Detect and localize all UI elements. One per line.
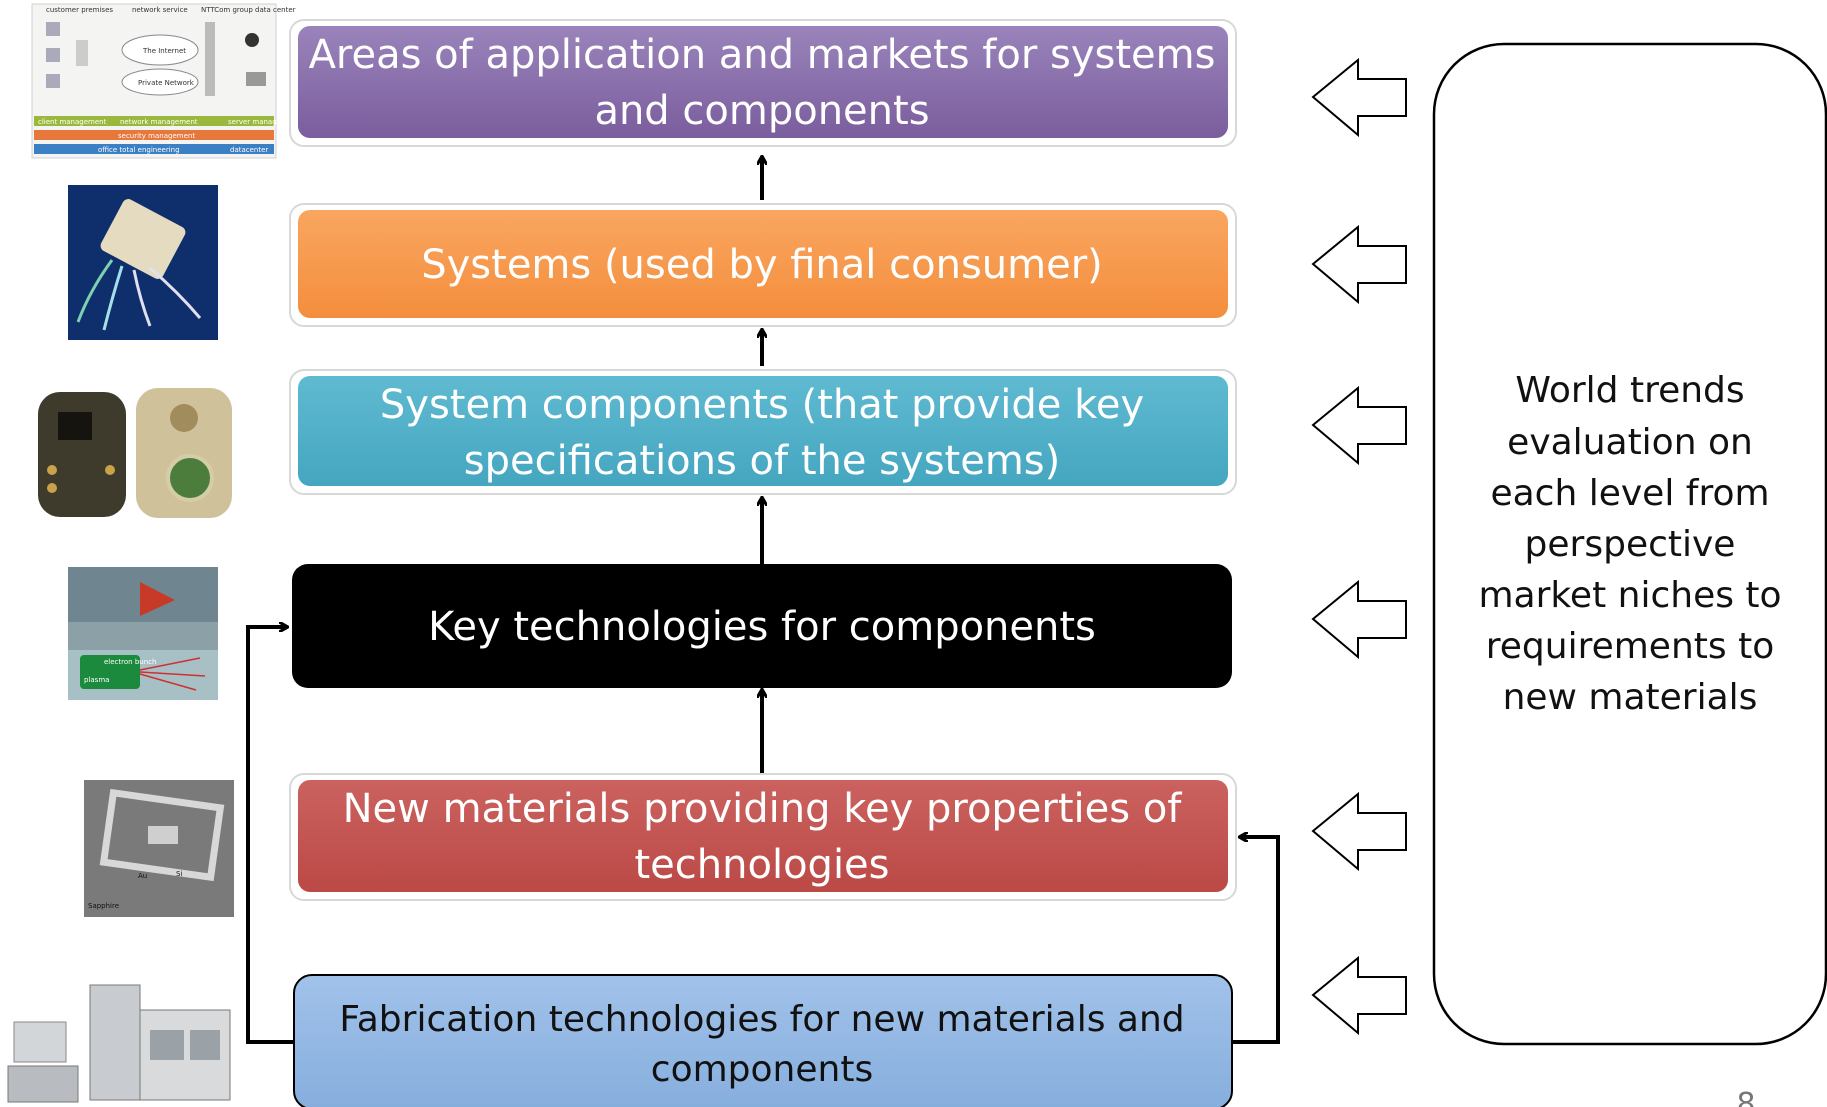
mems-label-au: Au bbox=[138, 872, 147, 880]
network-label-client-mgmt: client management bbox=[38, 118, 107, 126]
trends-line-7: new materials bbox=[1503, 677, 1758, 718]
box-components-line-2: specifications of the systems) bbox=[464, 438, 1061, 484]
circuit-board-thumbnail bbox=[38, 388, 232, 518]
network-label-service: network service bbox=[132, 6, 188, 14]
cloud-icon bbox=[121, 68, 199, 96]
box-materials: New materials providing key properties o… bbox=[289, 773, 1237, 901]
network-label-engineering: office total engineering bbox=[98, 146, 180, 154]
network-label-datacenter-group: NTTCom group data center bbox=[201, 6, 296, 14]
box-components: System components (that provide key spec… bbox=[289, 369, 1237, 495]
box-materials-line-2: technologies bbox=[635, 842, 890, 888]
board-disc bbox=[166, 454, 214, 502]
plasma-label-electron-bunch: electron bunch bbox=[104, 658, 156, 666]
page-number: 8 bbox=[1736, 1087, 1755, 1107]
optical-fiber bbox=[132, 269, 152, 327]
optical-device-thumbnail bbox=[68, 185, 218, 340]
component bbox=[170, 404, 198, 432]
server-icon bbox=[246, 72, 266, 86]
box-markets-line-2: and components bbox=[594, 88, 929, 134]
left-arrow-icon bbox=[1311, 224, 1407, 305]
chip bbox=[58, 412, 92, 440]
box-systems-line-1: Systems (used by final consumer) bbox=[421, 242, 1103, 288]
solder-pad bbox=[47, 483, 57, 493]
trends-panel: World trends evaluation on each level fr… bbox=[1432, 42, 1827, 1046]
server-rack-icon bbox=[205, 22, 215, 96]
security-band bbox=[34, 130, 274, 140]
computer-monitor bbox=[13, 1021, 67, 1063]
machine-window bbox=[150, 1030, 184, 1060]
trends-line-2: evaluation on bbox=[1507, 422, 1753, 463]
box-fabrication-line-2: components bbox=[651, 1049, 873, 1090]
network-label-server-mgmt: server management bbox=[228, 118, 300, 126]
mems-label-si: Si bbox=[176, 870, 182, 878]
left-arrow-icon bbox=[1311, 955, 1407, 1036]
optical-fiber bbox=[102, 265, 124, 331]
laser-cone bbox=[140, 582, 175, 616]
trends-line-3: each level from bbox=[1490, 473, 1769, 514]
trends-line-6: requirements to bbox=[1486, 626, 1774, 667]
trends-line-1: World trends bbox=[1515, 370, 1744, 411]
left-arrow-icon bbox=[1311, 57, 1407, 138]
cloud-icon bbox=[121, 34, 199, 66]
network-label-customer: customer premises bbox=[46, 6, 113, 14]
box-materials-line-1: New materials providing key properties o… bbox=[343, 786, 1183, 832]
arrow-fabrication-to-keytech bbox=[246, 627, 295, 1044]
device-body bbox=[100, 199, 186, 279]
network-label-internet: The Internet bbox=[142, 47, 186, 55]
machine-tower bbox=[89, 984, 141, 1101]
mems-label-sapphire: Sapphire bbox=[88, 902, 119, 910]
firewall-icon bbox=[76, 40, 88, 66]
beam-lines bbox=[139, 657, 206, 691]
machine-window bbox=[190, 1030, 220, 1060]
mems-micrograph-thumbnail: Au Si Sapphire bbox=[84, 780, 234, 917]
box-markets: Areas of application and markets for sys… bbox=[289, 19, 1237, 147]
network-diagram-thumbnail: customer premises network service NTTCom… bbox=[31, 3, 300, 159]
box-systems: Systems (used by final consumer) bbox=[289, 203, 1237, 327]
network-label-security: security management bbox=[118, 132, 195, 140]
network-label-network-mgmt: network management bbox=[120, 118, 198, 126]
optical-fiber bbox=[76, 259, 114, 323]
mems-core bbox=[148, 826, 178, 844]
solder-pad bbox=[105, 465, 115, 475]
plasma-label-plasma: plasma bbox=[84, 676, 109, 684]
mems-frame bbox=[99, 788, 225, 882]
box-components-line-1: System components (that provide key bbox=[380, 382, 1144, 428]
left-arrow-icon bbox=[1311, 385, 1407, 466]
solder-pad bbox=[47, 465, 57, 475]
arrow-fabrication-to-materials bbox=[1230, 837, 1280, 1044]
workstation-desk bbox=[7, 1065, 79, 1103]
trends-line-4: perspective bbox=[1525, 524, 1736, 565]
network-label-private: Private Network bbox=[138, 79, 195, 87]
computer-icon bbox=[46, 48, 60, 62]
left-arrow-icon bbox=[1311, 579, 1407, 660]
box-fabrication-line-1: Fabrication technologies for new materia… bbox=[339, 999, 1184, 1040]
network-label-datacenter: datacenter bbox=[230, 146, 268, 154]
management-band bbox=[34, 116, 274, 126]
computer-icon bbox=[46, 22, 60, 36]
box-key-technologies: Key technologies for components bbox=[292, 564, 1232, 688]
box-key-technologies-line-1: Key technologies for components bbox=[428, 604, 1096, 650]
engineering-band bbox=[34, 144, 274, 154]
trends-line-5: market niches to bbox=[1478, 575, 1781, 616]
plasma-region bbox=[80, 655, 140, 689]
left-arrow-icon bbox=[1311, 791, 1407, 872]
plasma-experiment-thumbnail: electron bunch plasma bbox=[68, 567, 218, 700]
computer-icon bbox=[46, 74, 60, 88]
box-markets-line-1: Areas of application and markets for sys… bbox=[309, 32, 1216, 78]
fabrication-equipment-thumbnail bbox=[7, 984, 231, 1103]
optical-fiber bbox=[149, 266, 202, 319]
person-icon bbox=[245, 33, 259, 47]
box-fabrication: Fabrication technologies for new materia… bbox=[293, 974, 1233, 1107]
